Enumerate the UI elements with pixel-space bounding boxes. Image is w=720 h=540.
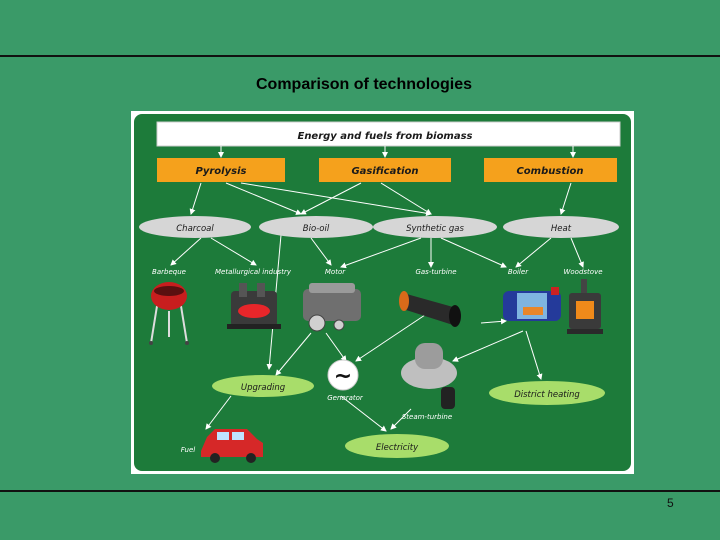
intermediate-bio-oil (259, 216, 373, 238)
intermediate-heat-label: Heat (551, 224, 572, 234)
process-combustion-label: Combustion (516, 166, 583, 177)
intermediate-charcoal-label: Charcoal (176, 224, 214, 234)
output-upgrading (212, 375, 314, 397)
output-electricity (345, 434, 449, 458)
intermediate-heat (503, 216, 619, 238)
gas-turbine-icon (399, 291, 461, 327)
smelter-icon (227, 283, 281, 329)
woodstove-icon (567, 279, 603, 334)
process-box-combustion (484, 158, 617, 182)
output-district-heating (489, 381, 605, 405)
diagram-header-box (156, 121, 621, 147)
boiler-icon (503, 287, 561, 321)
slide-title: Comparison of technologies (255, 76, 472, 93)
intermediate-bio-oil-label: Bio-oil (303, 224, 330, 234)
use-barbeque-label: Barbeque (152, 268, 186, 276)
intermediate-synthetic-gas-label: Synthetic gas (406, 224, 464, 234)
intermediate-charcoal (139, 216, 251, 238)
use-gas-turbine-label: Gas-turbine (415, 268, 456, 276)
process-gasification-label: Gasification (351, 166, 418, 177)
use-metallurgical-label: Metallurgical industry (215, 268, 292, 276)
process-box-gasification (319, 158, 451, 182)
process-pyrolysis-label: Pyrolysis (196, 166, 247, 177)
generator-symbol: ~ (334, 364, 352, 389)
output-fuel-label: Fuel (181, 446, 195, 454)
barbeque-grill-icon (149, 282, 189, 345)
steam-turbine-icon (401, 343, 457, 409)
use-woodstove-label: Woodstove (563, 268, 602, 276)
diagram-header: Energy and fuels from biomass (297, 131, 472, 142)
process-box-pyrolysis (157, 158, 285, 182)
page-number: 5 (667, 496, 674, 510)
engine-icon (303, 283, 361, 332)
flow-arrows (170, 146, 584, 432)
intermediate-synthetic-gas (373, 216, 497, 238)
use-motor-label: Motor (325, 268, 346, 276)
car-icon (201, 429, 263, 463)
top-rule (0, 55, 720, 57)
output-electricity-label: Electricity (376, 443, 419, 453)
biomass-diagram: Energy and fuels from biomass Pyrolysis … (131, 111, 634, 474)
generator-circle (327, 359, 359, 391)
steam-turbine-label: Steam-turbine (402, 413, 452, 421)
output-district-heating-label: District heating (514, 390, 580, 400)
output-upgrading-label: Upgrading (241, 383, 286, 393)
use-boiler-label: Boiler (508, 268, 529, 276)
generator-label: Generator (327, 394, 364, 402)
bottom-rule (0, 490, 720, 492)
